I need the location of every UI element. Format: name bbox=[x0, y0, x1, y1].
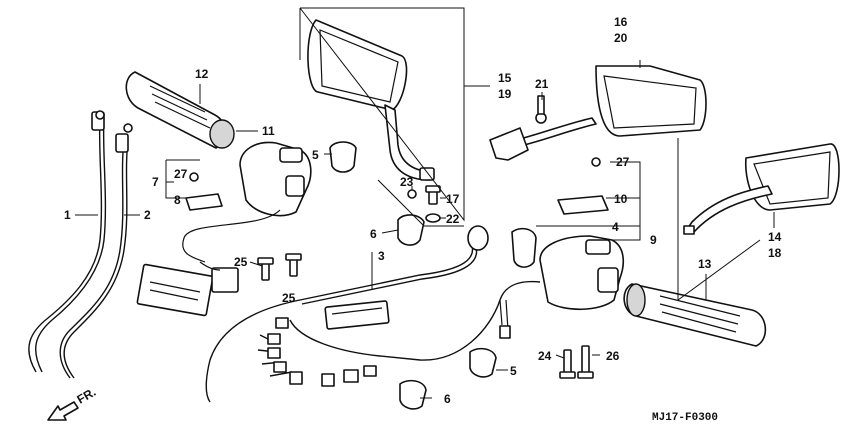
left-mirror bbox=[307, 19, 435, 181]
callout-16: 16 bbox=[614, 15, 628, 29]
callout-25-left: 25 bbox=[234, 255, 248, 269]
callout-19: 19 bbox=[498, 87, 512, 101]
callout-5-upper: 5 bbox=[312, 148, 319, 162]
callout-10: 10 bbox=[614, 192, 628, 206]
screw-23 bbox=[407, 189, 417, 199]
callout-23: 23 bbox=[400, 175, 414, 189]
callout-22: 22 bbox=[446, 212, 460, 226]
callout-24: 24 bbox=[538, 349, 552, 363]
throttle-cable-1 bbox=[28, 110, 107, 373]
callout-17: 17 bbox=[446, 192, 460, 206]
callout-13: 13 bbox=[698, 257, 712, 271]
callout-20: 20 bbox=[614, 31, 628, 45]
callout-6-lower: 6 bbox=[444, 392, 451, 406]
screw-25a bbox=[257, 257, 274, 281]
right-grip bbox=[623, 283, 767, 347]
washer-22 bbox=[425, 213, 441, 223]
callout-18: 18 bbox=[768, 246, 782, 260]
callout-3: 3 bbox=[378, 249, 385, 263]
left-switch-housing bbox=[182, 141, 312, 263]
callout-14: 14 bbox=[768, 230, 782, 244]
callout-1: 1 bbox=[64, 208, 71, 222]
callout-6-upper: 6 bbox=[370, 227, 377, 241]
callout-5-lower: 5 bbox=[510, 364, 517, 378]
callout-12: 12 bbox=[195, 67, 209, 81]
far-right-mirror bbox=[683, 143, 840, 235]
screw-25b bbox=[285, 253, 302, 277]
front-direction-label: FR. bbox=[75, 385, 99, 407]
callout-9: 9 bbox=[650, 233, 657, 247]
callout-7: 7 bbox=[152, 175, 159, 189]
callout-labels: 1 2 3 4 5 5 6 6 7 8 9 10 11 12 13 14 15 … bbox=[64, 15, 782, 406]
front-direction-arrow: FR. bbox=[47, 385, 99, 421]
callout-4: 4 bbox=[612, 220, 619, 234]
callout-25-right: 25 bbox=[282, 291, 296, 305]
right-switch-housing bbox=[511, 157, 625, 311]
callout-8: 8 bbox=[174, 193, 181, 207]
callout-2: 2 bbox=[144, 208, 151, 222]
wire-clamp-lower-right bbox=[469, 347, 497, 378]
right-mirror bbox=[489, 65, 707, 161]
callout-11: 11 bbox=[262, 124, 275, 138]
leader-lines bbox=[75, 7, 775, 399]
wire-clamp-upper bbox=[329, 141, 357, 173]
left-switch-connector bbox=[136, 261, 239, 317]
callout-27-right: 27 bbox=[616, 155, 630, 169]
drawing-code: MJ17-F0300 bbox=[652, 412, 718, 424]
callout-26: 26 bbox=[606, 349, 620, 363]
screw-17 bbox=[425, 185, 441, 205]
wire-clamp-mid bbox=[397, 214, 425, 246]
throttle-cable-2 bbox=[59, 123, 133, 379]
wire-harness bbox=[205, 225, 541, 403]
wire-clamp-lower-left bbox=[399, 379, 427, 410]
callout-27-left: 27 bbox=[174, 167, 188, 181]
callout-15: 15 bbox=[498, 71, 512, 85]
bolt-24 bbox=[559, 349, 576, 379]
left-grip bbox=[125, 71, 235, 149]
callout-21: 21 bbox=[535, 77, 549, 91]
bolt-26 bbox=[577, 345, 594, 379]
